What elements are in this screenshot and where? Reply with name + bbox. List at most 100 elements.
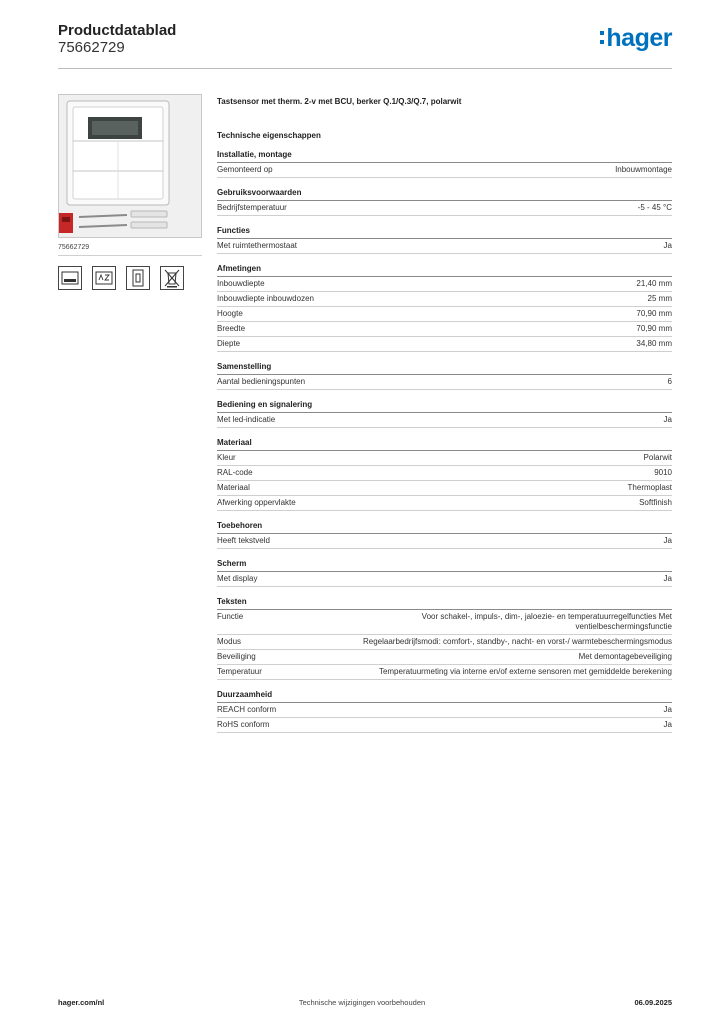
mounting-icon — [126, 266, 150, 290]
spec-label: RAL-code — [217, 468, 253, 477]
spec-group-title: Gebruiksvoorwaarden — [217, 188, 672, 201]
hager-logo: hager — [600, 26, 672, 51]
spec-label: Breedte — [217, 324, 246, 333]
document-number: 75662729 — [58, 39, 125, 56]
spec-group-title: Afmetingen — [217, 264, 672, 277]
spec-value: Ja — [663, 415, 672, 424]
spec-label: Inbouwdiepte — [217, 279, 265, 288]
product-image — [58, 94, 202, 238]
spec-value: Temperatuurmeting via interne en/of exte… — [378, 667, 672, 676]
section-heading: Technische eigenschappen — [217, 131, 321, 140]
text-field-icon — [92, 266, 116, 290]
document-title: Productdatablad — [58, 22, 177, 39]
left-divider — [58, 255, 202, 256]
spec-label: Met led-indicatie — [217, 415, 276, 424]
spec-value: Softfinish — [639, 498, 672, 507]
spec-value: Ja — [663, 241, 672, 250]
spec-label: Materiaal — [217, 483, 250, 492]
spec-value: Ja — [663, 720, 672, 729]
spec-value: 70,90 mm — [636, 309, 672, 318]
spec-value: Polarwit — [643, 453, 672, 462]
spec-value: 25 mm — [647, 294, 672, 303]
spec-label: RoHS conform — [217, 720, 270, 729]
logo-text: hager — [606, 24, 672, 52]
spec-value: Thermoplast — [627, 483, 672, 492]
spec-group-title: Scherm — [217, 559, 672, 572]
weee-bin-icon — [160, 266, 184, 290]
footer-website: hager.com/nl — [58, 998, 105, 1007]
product-description: Tastsensor met therm. 2-v met BCU, berke… — [217, 97, 462, 106]
spec-row: Breedte 70,90 mm — [217, 322, 672, 337]
icon-row — [58, 266, 202, 290]
spec-group-title: Duurzaamheid — [217, 690, 672, 703]
spec-group-title: Teksten — [217, 597, 672, 610]
spec-row: Afwerking oppervlakte Softfinish — [217, 496, 672, 511]
spec-label: Diepte — [217, 339, 241, 348]
spec-label: Temperatuur — [217, 667, 262, 676]
spec-value: Met demontagebeveiliging — [578, 652, 672, 661]
spec-label: Modus — [217, 637, 242, 646]
spec-value: 21,40 mm — [636, 279, 672, 288]
spec-row: RoHS conform Ja — [217, 718, 672, 733]
spec-value: Ja — [663, 536, 672, 545]
spec-value: Ja — [663, 705, 672, 714]
page-header: Productdatablad 75662729 hager — [58, 22, 672, 68]
spec-row: REACH conform Ja — [217, 703, 672, 718]
product-illustration — [59, 95, 201, 237]
spec-value: 6 — [667, 377, 672, 386]
spec-row: Kleur Polarwit — [217, 451, 672, 466]
spec-label: Kleur — [217, 453, 236, 462]
spec-row: Hoogte 70,90 mm — [217, 307, 672, 322]
display-icon — [58, 266, 82, 290]
spec-row: Diepte 34,80 mm — [217, 337, 672, 352]
spec-row: Inbouwdiepte 21,40 mm — [217, 277, 672, 292]
spec-label: Bedrijfstemperatuur — [217, 203, 287, 212]
spec-label: Afwerking oppervlakte — [217, 498, 296, 507]
spec-row: Met led-indicatie Ja — [217, 413, 672, 428]
spec-row: Materiaal Thermoplast — [217, 481, 672, 496]
spec-group-title: Toebehoren — [217, 521, 672, 534]
spec-value: 9010 — [654, 468, 672, 477]
spec-row: Heeft tekstveld Ja — [217, 534, 672, 549]
spec-group-title: Functies — [217, 226, 672, 239]
footer-notice: Technische wijzigingen voorbehouden — [298, 998, 426, 1007]
spec-group-title: Installatie, montage — [217, 150, 672, 163]
left-column: 75662729 — [58, 94, 202, 290]
spec-label: Beveiliging — [217, 652, 256, 661]
spec-value: 70,90 mm — [636, 324, 672, 333]
spec-label: Functie — [217, 612, 244, 621]
logo-colon-mark — [600, 29, 605, 45]
footer-date: 06.09.2025 — [634, 998, 672, 1007]
spec-label: REACH conform — [217, 705, 277, 714]
spec-label: Inbouwdiepte inbouwdozen — [217, 294, 314, 303]
spec-row: Gemonteerd op Inbouwmontage — [217, 163, 672, 178]
spec-value: 34,80 mm — [636, 339, 672, 348]
spec-value: Inbouwmontage — [615, 165, 672, 174]
spec-group-title: Samenstelling — [217, 362, 672, 375]
spec-row: Beveiliging Met demontagebeveiliging — [217, 650, 672, 665]
spec-label: Aantal bedieningspunten — [217, 377, 306, 386]
header-divider — [58, 68, 672, 69]
spec-label: Heeft tekstveld — [217, 536, 270, 545]
spec-row: Bedrijfstemperatuur-5 - 45 °C — [217, 201, 672, 216]
spec-label: Gemonteerd op — [217, 165, 273, 174]
spec-row: Inbouwdiepte inbouwdozen 25 mm — [217, 292, 672, 307]
spec-label: Hoogte — [217, 309, 243, 318]
specifications-column: Tastsensor met therm. 2-v met BCU, berke… — [217, 94, 672, 733]
spec-row: Aantal bedieningspunten 6 — [217, 375, 672, 390]
